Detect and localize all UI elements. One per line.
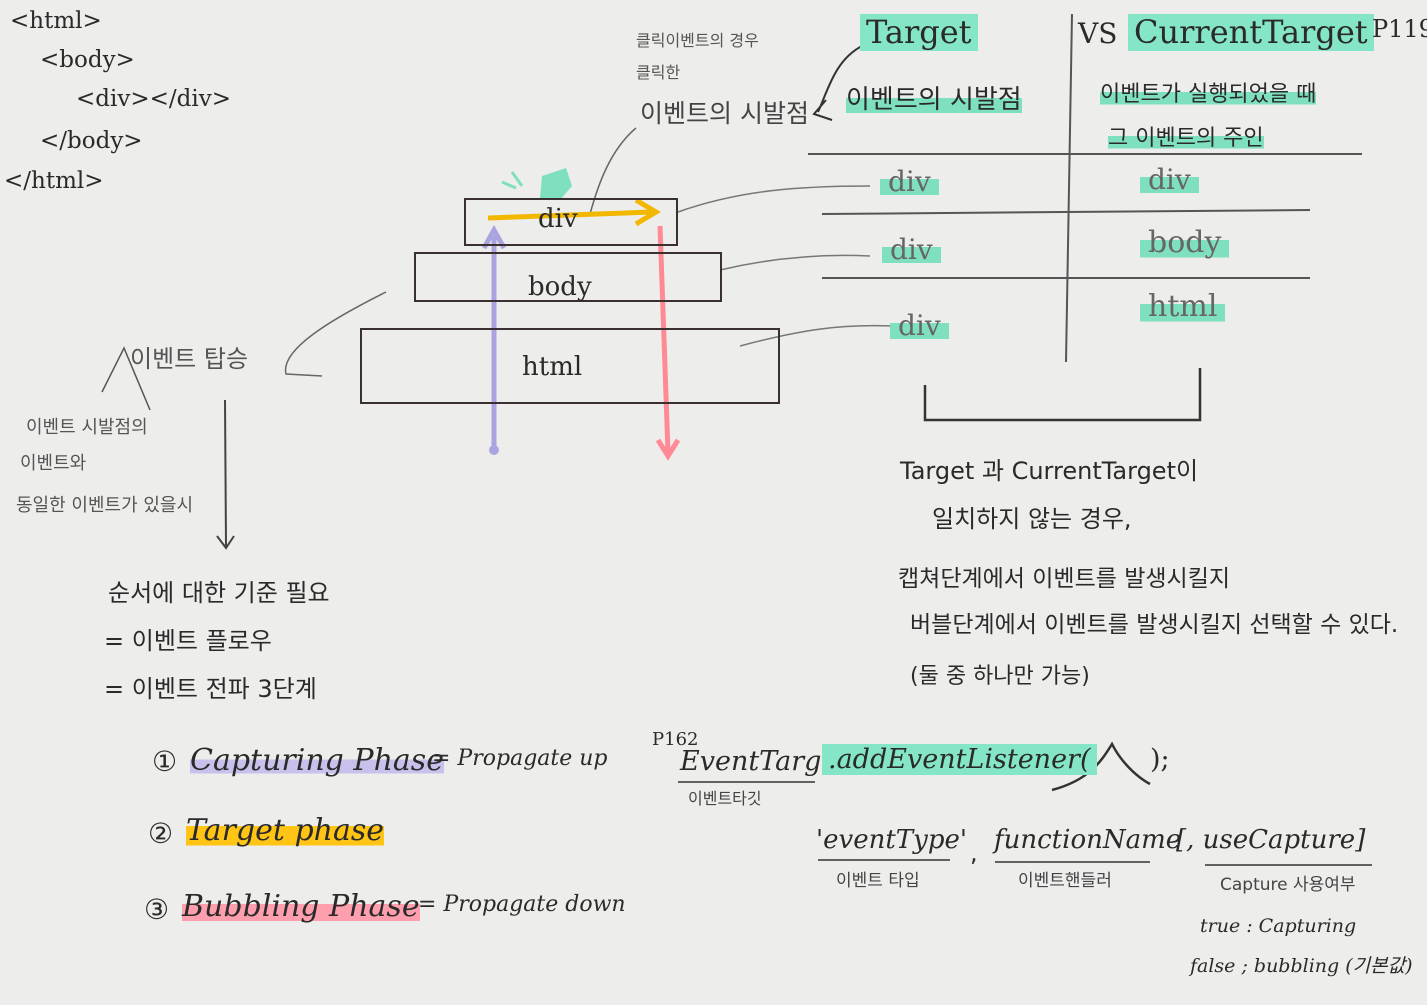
click-note-line-3: 이벤트의 시발점 (640, 99, 809, 128)
click-note-line-1: 클릭이벤트의 경우 (636, 31, 759, 50)
api-method: .addEventListener( (822, 744, 1097, 776)
phase-2-number: ② (148, 817, 174, 850)
div-box (464, 198, 678, 246)
api-page-ref: P162 (652, 729, 699, 750)
table-cell-current-1: div (1140, 163, 1199, 197)
phase-3-name: Bubbling Phase (182, 889, 420, 925)
table-cell-current-2: body (1140, 225, 1230, 261)
target-description: 이벤트의 시발점 (846, 85, 1022, 116)
html-box-label: html (522, 352, 583, 382)
table-cell-target-2: div (882, 233, 941, 267)
mismatch-note-line-5: (둘 중 하나만 가능) (910, 664, 1090, 689)
api-false-note: false ; bubbling (기본값) (1190, 955, 1413, 977)
api-close: ); (1150, 744, 1170, 775)
body-box (414, 252, 722, 302)
api-object: EventTarget (680, 746, 849, 777)
api-param-separator: , (970, 839, 978, 867)
html-box (360, 328, 780, 404)
order-note-line-3: = 이벤트 전파 3단계 (104, 675, 317, 703)
table-cell-target-1: div (880, 165, 939, 199)
phase-2-name: Target phase (186, 813, 385, 849)
api-param-function-name: functionName (994, 825, 1182, 855)
api-true-note: true : Capturing (1200, 915, 1357, 937)
phase-1-number: ① (152, 745, 178, 778)
html-tree-line-4: </body> (40, 128, 143, 154)
phase-3-number: ③ (144, 893, 170, 926)
target-header: Target (860, 14, 978, 51)
div-box-label: div (538, 204, 578, 234)
phase-3-suffix: = Propagate down (418, 892, 626, 917)
html-tree-line-5: </html> (4, 168, 104, 194)
api-object-caption: 이벤트타깃 (688, 789, 762, 808)
api-param-function-name-caption: 이벤트핸들러 (1018, 871, 1112, 891)
body-box-label: body (528, 272, 592, 302)
current-target-description-line-1: 이벤트가 실행되었을 때 (1100, 82, 1317, 108)
html-tree-line-1: <html> (10, 8, 102, 34)
api-param-use-capture: [, useCapture] (1176, 825, 1366, 855)
bubbling-note-line-1: 이벤트 시발점의 (26, 417, 148, 438)
mismatch-note-line-3: 캡쳐단계에서 이벤트를 발생시킬지 (898, 566, 1231, 592)
mismatch-note-line-4: 버블단계에서 이벤트를 발생시킬지 선택할 수 있다. (910, 612, 1399, 638)
current-target-header: CurrentTarget (1128, 14, 1374, 51)
page-ref: P119 (1372, 15, 1427, 43)
vs-label: VS (1078, 17, 1118, 50)
phase-1-suffix: = Propagate up (432, 746, 608, 771)
phase-1-name: Capturing Phase (190, 743, 444, 779)
table-cell-current-3: html (1140, 289, 1226, 325)
mismatch-note-line-2: 일치하지 않는 경우, (932, 505, 1132, 533)
event-boarding-label: 이벤트 탑승 (130, 345, 249, 373)
api-param-event-type: 'eventType' (816, 825, 968, 855)
click-note-line-2: 클릭한 (636, 63, 681, 82)
mismatch-note-line-1: Target 과 CurrentTarget이 (900, 457, 1199, 485)
html-tree-line-3: <div></div> (76, 86, 231, 112)
html-tree-line-2: <body> (40, 47, 135, 73)
api-param-use-capture-caption: Capture 사용여부 (1220, 875, 1356, 895)
table-cell-target-3: div (890, 309, 949, 343)
api-param-event-type-caption: 이벤트 타입 (836, 871, 920, 891)
bubbling-note-line-3: 동일한 이벤트가 있을시 (16, 495, 194, 516)
bubbling-note-line-2: 이벤트와 (20, 453, 87, 474)
order-note-line-1: 순서에 대한 기준 필요 (108, 579, 330, 607)
current-target-description-line-2: 그 이벤트의 주인 (1108, 126, 1264, 152)
order-note-line-2: = 이벤트 플로우 (104, 627, 272, 655)
